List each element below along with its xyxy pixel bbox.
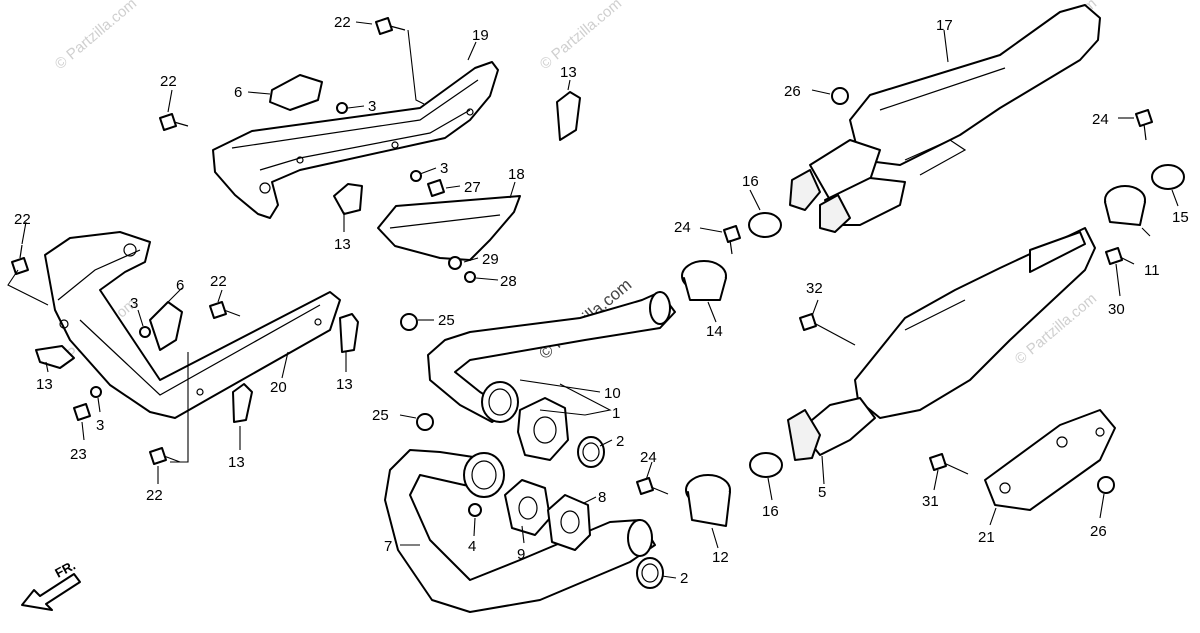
callout-16: 16 [762, 503, 779, 520]
front-arrow-icon [21, 573, 81, 611]
callout-13: 13 [36, 376, 53, 393]
callout-3: 3 [130, 295, 138, 312]
callout-21: 21 [978, 529, 995, 546]
callout-11: 11 [1144, 262, 1160, 279]
callout-9: 9 [517, 546, 525, 563]
callout-23: 23 [70, 446, 87, 463]
callout-19: 19 [472, 27, 489, 44]
callout-29: 29 [482, 251, 499, 268]
upper-heat-guard-drawing [212, 61, 499, 219]
clamps-drawing [681, 164, 1185, 527]
callout-27: 27 [464, 179, 481, 196]
callout-25: 25 [372, 407, 389, 424]
lower-muffler-drawing [787, 227, 1096, 461]
leader-lines [7, 21, 1179, 579]
band-clamps-drawing [35, 91, 581, 423]
callout-1: 1 [612, 405, 620, 422]
callout-5: 5 [818, 484, 826, 501]
callout-17: 17 [936, 17, 953, 34]
callout-13: 13 [560, 64, 577, 81]
callout-22: 22 [160, 73, 177, 90]
upper-muffler-drawing [789, 4, 1101, 233]
callout-26: 26 [784, 83, 801, 100]
callout-10: 10 [604, 385, 621, 402]
callout-22: 22 [14, 211, 31, 228]
callout-22: 22 [334, 14, 351, 31]
callout-13: 13 [334, 236, 351, 253]
lower-heat-guard-drawing [44, 231, 341, 419]
callout-32: 32 [806, 280, 823, 297]
callout-3: 3 [368, 98, 376, 115]
callout-labels: 22 19 22 6 3 13 3 18 27 13 29 28 22 22 6… [14, 14, 1189, 587]
callout-24: 24 [640, 449, 657, 466]
callout-13: 13 [228, 454, 245, 471]
callout-31: 31 [922, 493, 939, 510]
callout-30: 30 [1108, 301, 1125, 318]
exhaust-pipe-upper-drawing [427, 291, 676, 423]
callout-12: 12 [712, 549, 729, 566]
callout-3: 3 [96, 417, 104, 434]
callout-22: 22 [146, 487, 163, 504]
heat-shield-plate-drawing [377, 195, 521, 261]
callout-24: 24 [674, 219, 691, 236]
callout-2: 2 [616, 433, 624, 450]
callout-3: 3 [440, 160, 448, 177]
front-direction-indicator: FR. [21, 558, 81, 611]
callout-4: 4 [468, 538, 476, 555]
watermark-1: © Partzilla.com [52, 0, 140, 73]
flanges-drawing [504, 397, 664, 589]
callout-15: 15 [1172, 209, 1189, 226]
callout-6: 6 [234, 84, 242, 101]
callout-13: 13 [336, 376, 353, 393]
callout-20: 20 [270, 379, 287, 396]
callout-2: 2 [680, 570, 688, 587]
callout-14: 14 [706, 323, 723, 340]
callout-18: 18 [508, 166, 525, 183]
callout-16: 16 [742, 173, 759, 190]
callout-24: 24 [1092, 111, 1109, 128]
fasteners-drawing [11, 17, 1153, 517]
callout-6: 6 [176, 277, 184, 294]
callout-28: 28 [500, 273, 517, 290]
callout-8: 8 [598, 489, 606, 506]
callout-25: 25 [438, 312, 455, 329]
callout-22: 22 [210, 273, 227, 290]
exhaust-pipe-lower-drawing [384, 449, 656, 613]
callout-7: 7 [384, 538, 392, 555]
watermark-2: © Partzilla.com [537, 0, 625, 73]
callout-26: 26 [1090, 523, 1107, 540]
